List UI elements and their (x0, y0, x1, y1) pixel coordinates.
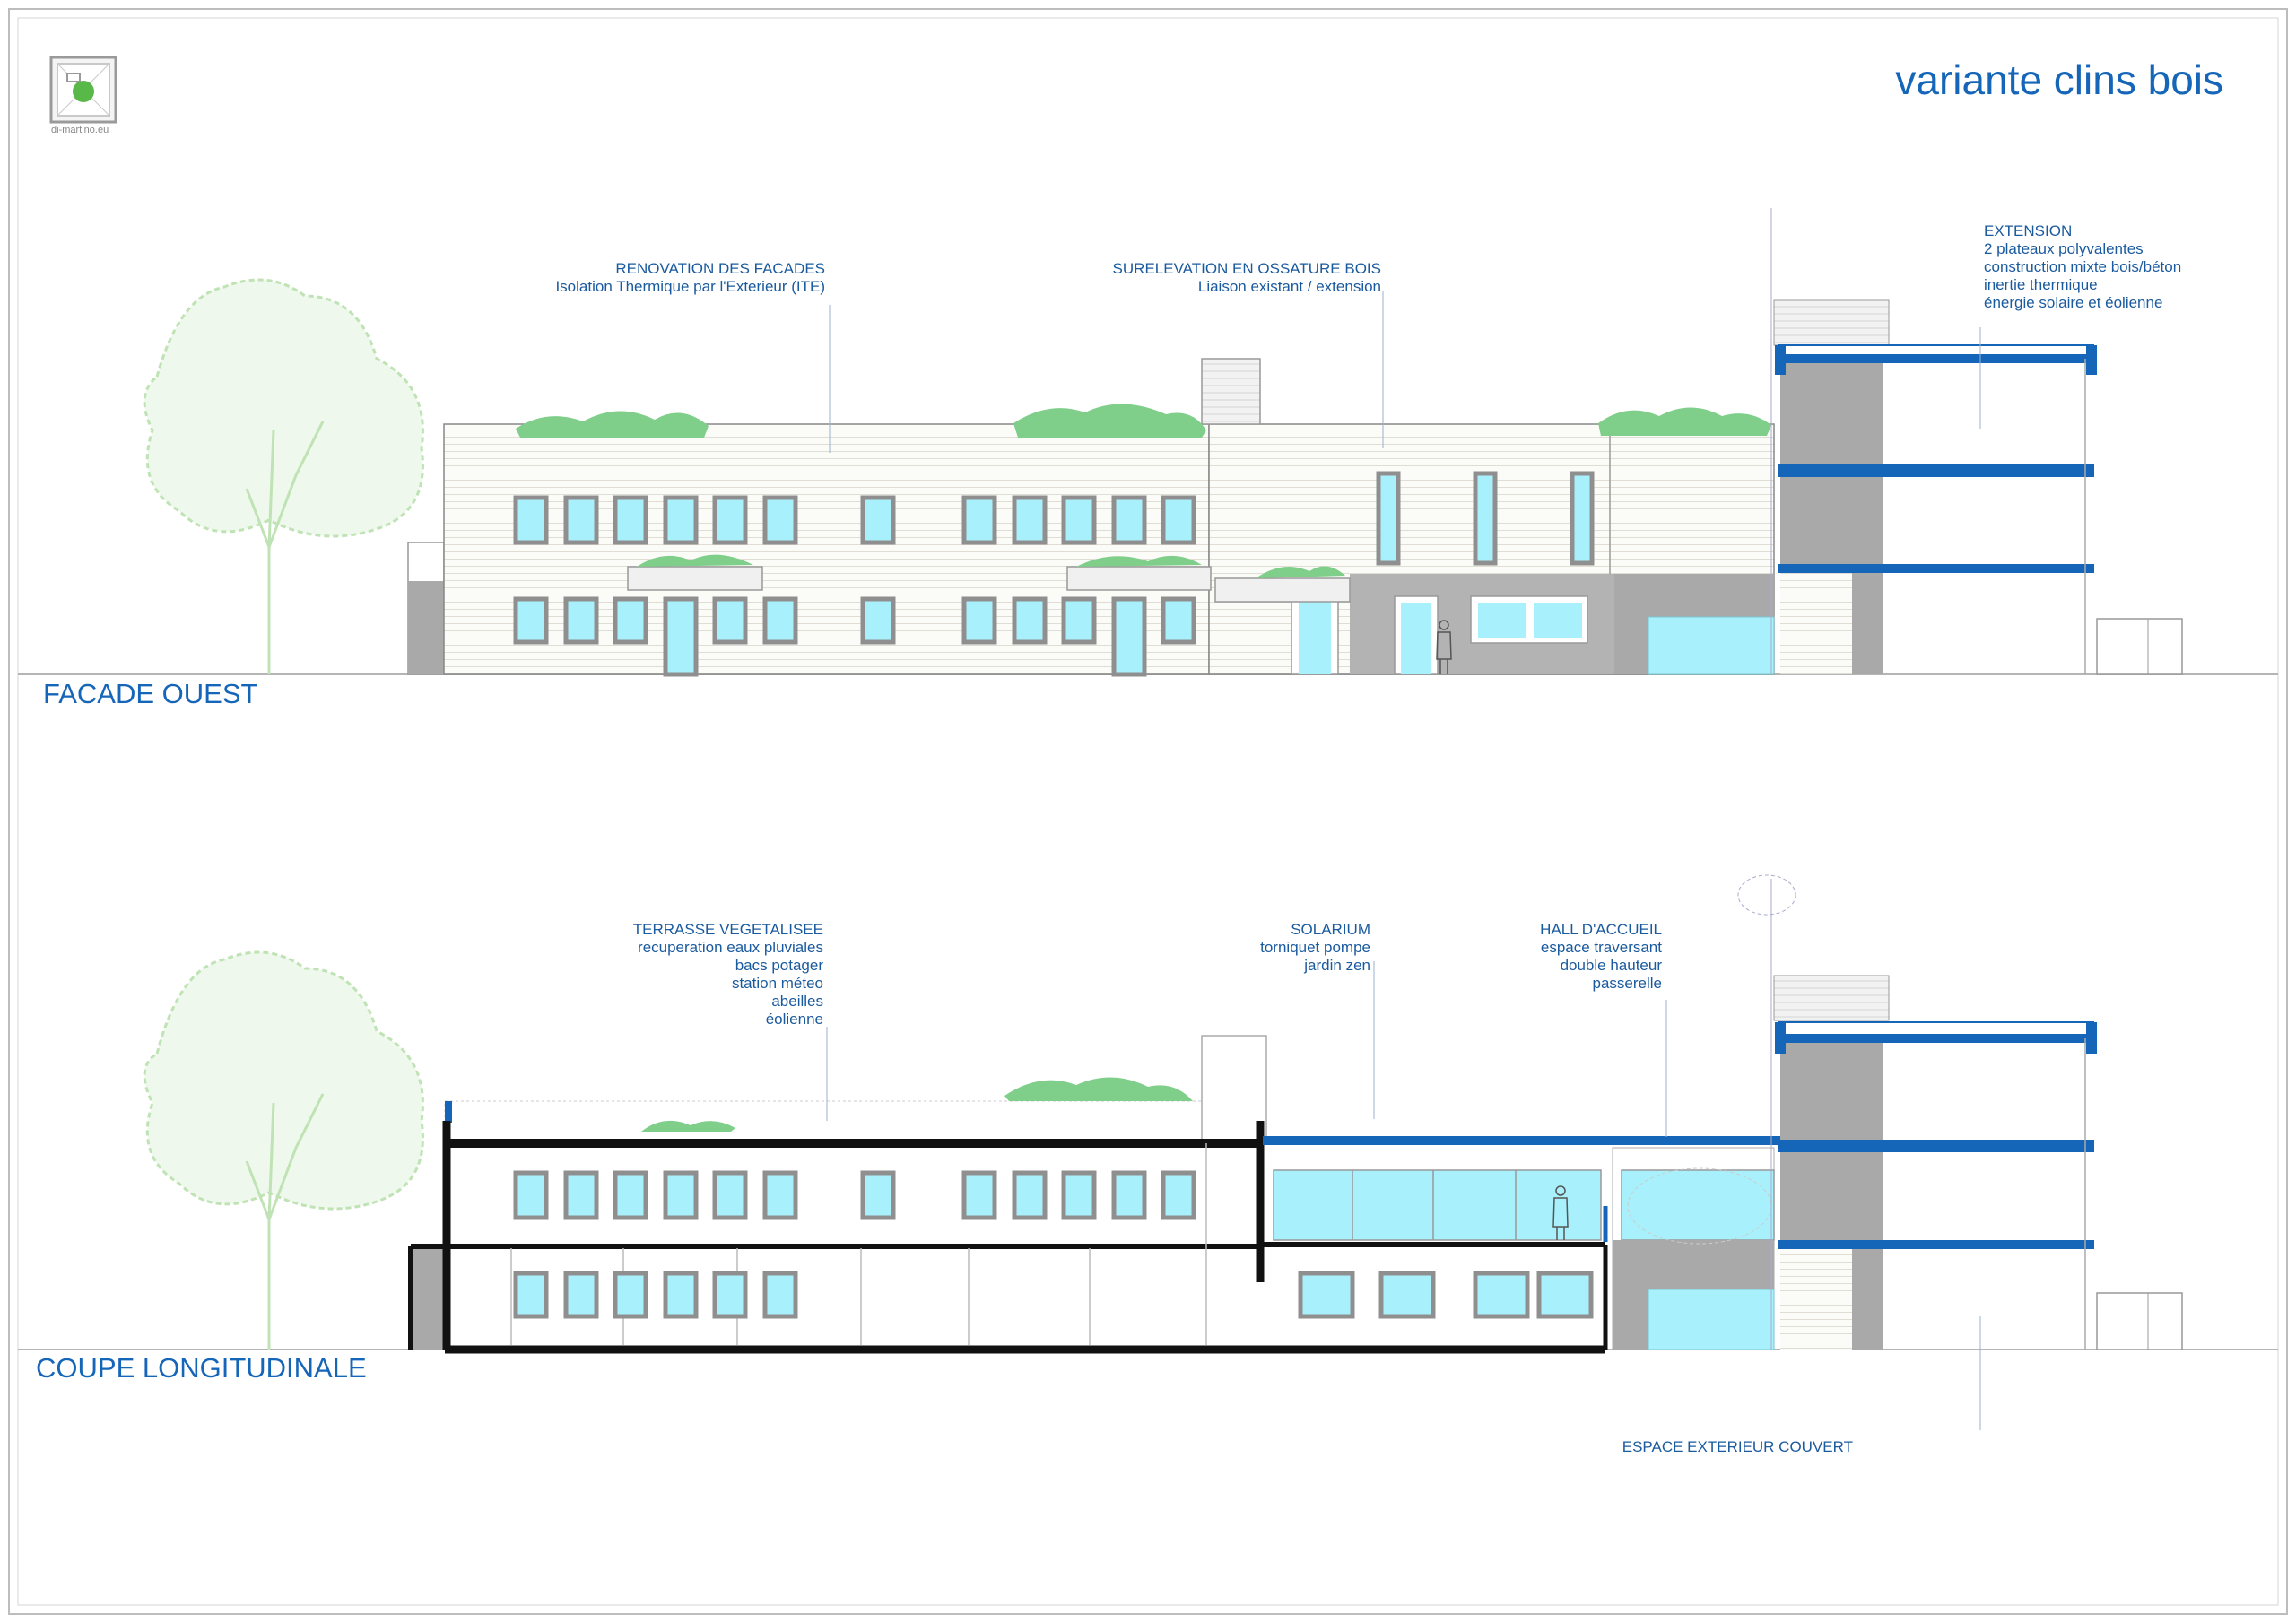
annotation-line: bacs potager (735, 957, 823, 974)
extension-section (1773, 975, 2183, 1350)
annotation-solarium: SOLARIUM torniquet pompe jardin zen (1260, 921, 1370, 975)
annotation-leaders (826, 961, 1981, 1430)
annotation-line: abeilles (771, 993, 823, 1010)
annotation-line: énergie solaire et éolienne (1984, 294, 2163, 311)
facade-ouest-title: FACADE OUEST (43, 678, 258, 709)
annotation-line: ESPACE EXTERIEUR COUVERT (1622, 1438, 1853, 1455)
annotation-hall: HALL D'ACCUEIL espace traversant double … (1540, 921, 1662, 993)
annotation-line: station méteo (731, 975, 823, 992)
annotation-espace-exterieur: ESPACE EXTERIEUR COUVERT (1622, 1438, 1853, 1456)
roof-vegetation (516, 404, 1771, 438)
annotation-line: double hauteur (1560, 957, 1662, 974)
coupe-windows-upper (513, 1170, 1196, 1220)
annotation-line: torniquet pompe (1260, 939, 1370, 956)
outer-frame (8, 8, 2288, 1615)
annotation-line: SURELEVATION EN OSSATURE BOIS (1112, 260, 1381, 277)
balcony-planters (627, 554, 1351, 603)
windows-lower-row (513, 596, 1196, 677)
solarium-glass (1273, 1169, 1602, 1241)
annotation-line: recuperation eaux pluviales (638, 939, 823, 956)
annotation-line: EXTENSION (1984, 222, 2073, 239)
annotation-line: passerelle (1592, 975, 1663, 992)
annotation-renovation: RENOVATION DES FACADES Isolation Thermiq… (555, 260, 825, 296)
annotation-line: jardin zen (1304, 957, 1370, 974)
annotation-line: RENOVATION DES FACADES (615, 260, 825, 277)
annotation-line: SOLARIUM (1291, 921, 1370, 938)
annotation-extension: EXTENSION 2 plateaux polyvalentes constr… (1984, 222, 2181, 312)
coupe-longitudinale-drawing (18, 874, 2278, 1430)
tree-icon (143, 278, 424, 674)
annotation-line: éolienne (765, 1011, 823, 1028)
annotation-line: construction mixte bois/béton (1984, 258, 2182, 275)
section-cut-slabs (442, 1121, 1608, 1354)
annotation-surelevation: SURELEVATION EN OSSATURE BOIS Liaison ex… (1113, 260, 1381, 296)
annotation-line: Isolation Thermique par l'Exterieur (ITE… (555, 278, 825, 295)
annotation-line: espace traversant (1540, 939, 1662, 956)
inner-frame (17, 17, 2279, 1606)
facade-ouest-drawing (18, 208, 2278, 677)
annotation-line: TERRASSE VEGETALISEE (632, 921, 823, 938)
annotation-line: inertie thermique (1984, 276, 2098, 293)
windows-upper-row (513, 471, 1595, 566)
annotation-leaders (829, 291, 1981, 453)
annotation-terrasse: TERRASSE VEGETALISEE recuperation eaux p… (633, 921, 823, 1028)
annotation-line: HALL D'ACCUEIL (1540, 921, 1662, 938)
annotation-line: Liaison existant / extension (1197, 278, 1381, 295)
coupe-windows-lower (513, 1271, 1594, 1319)
extension-structure (1770, 208, 2183, 675)
coupe-longitudinale-title: COUPE LONGITUDINALE (36, 1352, 367, 1384)
tree-icon (143, 950, 424, 1350)
logo-caption: di-martino.eu (51, 125, 109, 135)
logo-icon (49, 56, 117, 124)
person-figure-icon (1436, 620, 1452, 674)
person-figure-icon (1552, 1185, 1569, 1240)
annotation-line: 2 plateaux polyvalentes (1984, 240, 2144, 257)
sheet-title: variante clins bois (1895, 56, 2223, 103)
